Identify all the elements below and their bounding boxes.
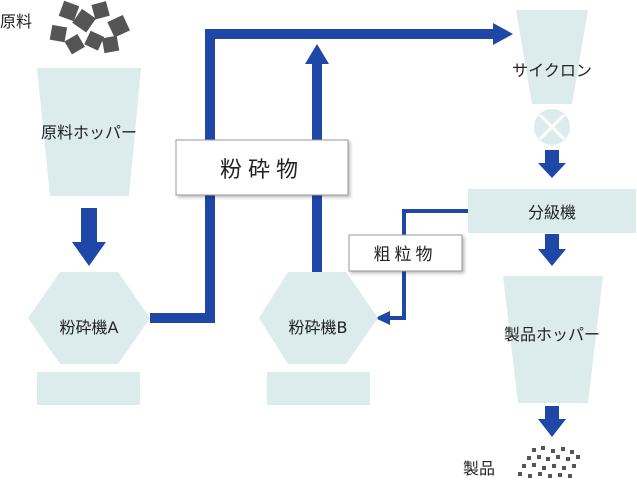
cyclone-label: サイクロン [512,61,592,80]
coarse-label-box [348,234,463,272]
arrow-to-crusher-a [72,242,106,266]
coarse-label: 粗粒物 [374,245,437,265]
arrow-to-cyclone [493,23,513,45]
pulverized-label-box [175,139,349,196]
cyclone [516,10,588,104]
crusher-a-base [37,372,140,405]
raw-material-chunks-icon [49,0,130,55]
crusher-b-body [259,272,378,364]
arrow-to-product [538,419,566,437]
flow-classifier-to-product-hopper [545,234,559,250]
arrow-coarse-to-crusher-b [375,311,390,325]
product-particles-icon [518,446,580,478]
crusher-a-label: 粉砕機A [60,318,119,337]
arrow-crusher-b-up [305,44,329,64]
pulverized-label: 粉砕物 [220,158,304,183]
classifier [468,189,636,233]
equipment [28,10,636,405]
arrow-to-classifier [538,163,566,178]
arrow-to-product-hopper [538,249,566,266]
product-hopper-label: 製品ホッパー [504,325,600,344]
crusher-b-label: 粉砕機B [289,318,348,337]
rotary-valve-icon [534,109,570,145]
product-label: 製品 [463,459,495,478]
flow-hopper-to-crusher-a [81,208,97,244]
raw-hopper [37,68,141,196]
flow-cyclone-to-classifier [545,150,559,164]
product-hopper [503,276,603,403]
raw-hopper-label: 原料ホッパー [41,123,137,142]
classifier-label: 分級機 [528,203,576,222]
crusher-a-body [28,272,150,364]
flow-product-hopper-to-product [545,406,559,420]
crusher-b-base [267,372,370,405]
raw-material-label: 原料 [0,12,32,31]
